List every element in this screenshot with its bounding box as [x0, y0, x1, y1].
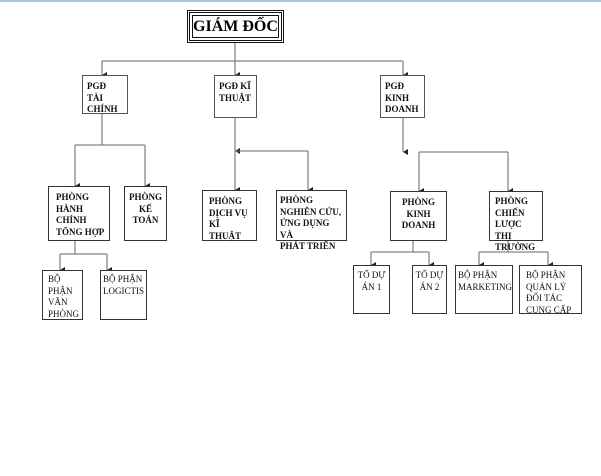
dept-tech-service-box: PHÒNG DỊCH VỤ KĨ THUẬT	[202, 190, 257, 241]
dept-market-strategy-box: PHÒNG CHIẾN LƯỢC THỊ TRƯỜNG	[489, 191, 543, 252]
deputy-technical-box: PGĐ KĨ THUẬT	[214, 75, 257, 118]
director-box: GIÁM ĐỐC	[187, 10, 284, 43]
dept-business-box: PHÒNG KINH DOANH	[390, 191, 447, 241]
deputy-finance-box: PGĐ TÀI CHÍNH	[82, 75, 128, 114]
unit-project-team-2-box: TỔ DỰ ÁN 2	[412, 265, 447, 314]
unit-marketing-box: BỘ PHẬN MARKETING	[455, 265, 513, 314]
deputy-business-box: PGĐ KINH DOANH	[380, 75, 425, 118]
unit-logistics-box: BỘ PHẬN LOGICTIS	[100, 270, 147, 320]
dept-research-box: PHÒNG NGHIÊN CỨU, ỨNG DỤNG VÀ PHÁT TRIỂN	[276, 190, 347, 251]
top-rule	[0, 0, 601, 2]
dept-admin-box: PHÒNG HÀNH CHÍNH TỔNG HỢP	[48, 186, 110, 241]
dept-accounting-box: PHÒNG KẾ TOÁN	[124, 186, 167, 241]
unit-supplier-management-box: BỘ PHẬN QUẢN LÝ ĐỐI TÁC CUNG CẤP	[519, 265, 582, 315]
unit-project-team-1-box: TỔ DỰ ÁN 1	[353, 265, 390, 314]
unit-office-box: BỘ PHẬN VĂN PHÒNG	[42, 270, 83, 320]
